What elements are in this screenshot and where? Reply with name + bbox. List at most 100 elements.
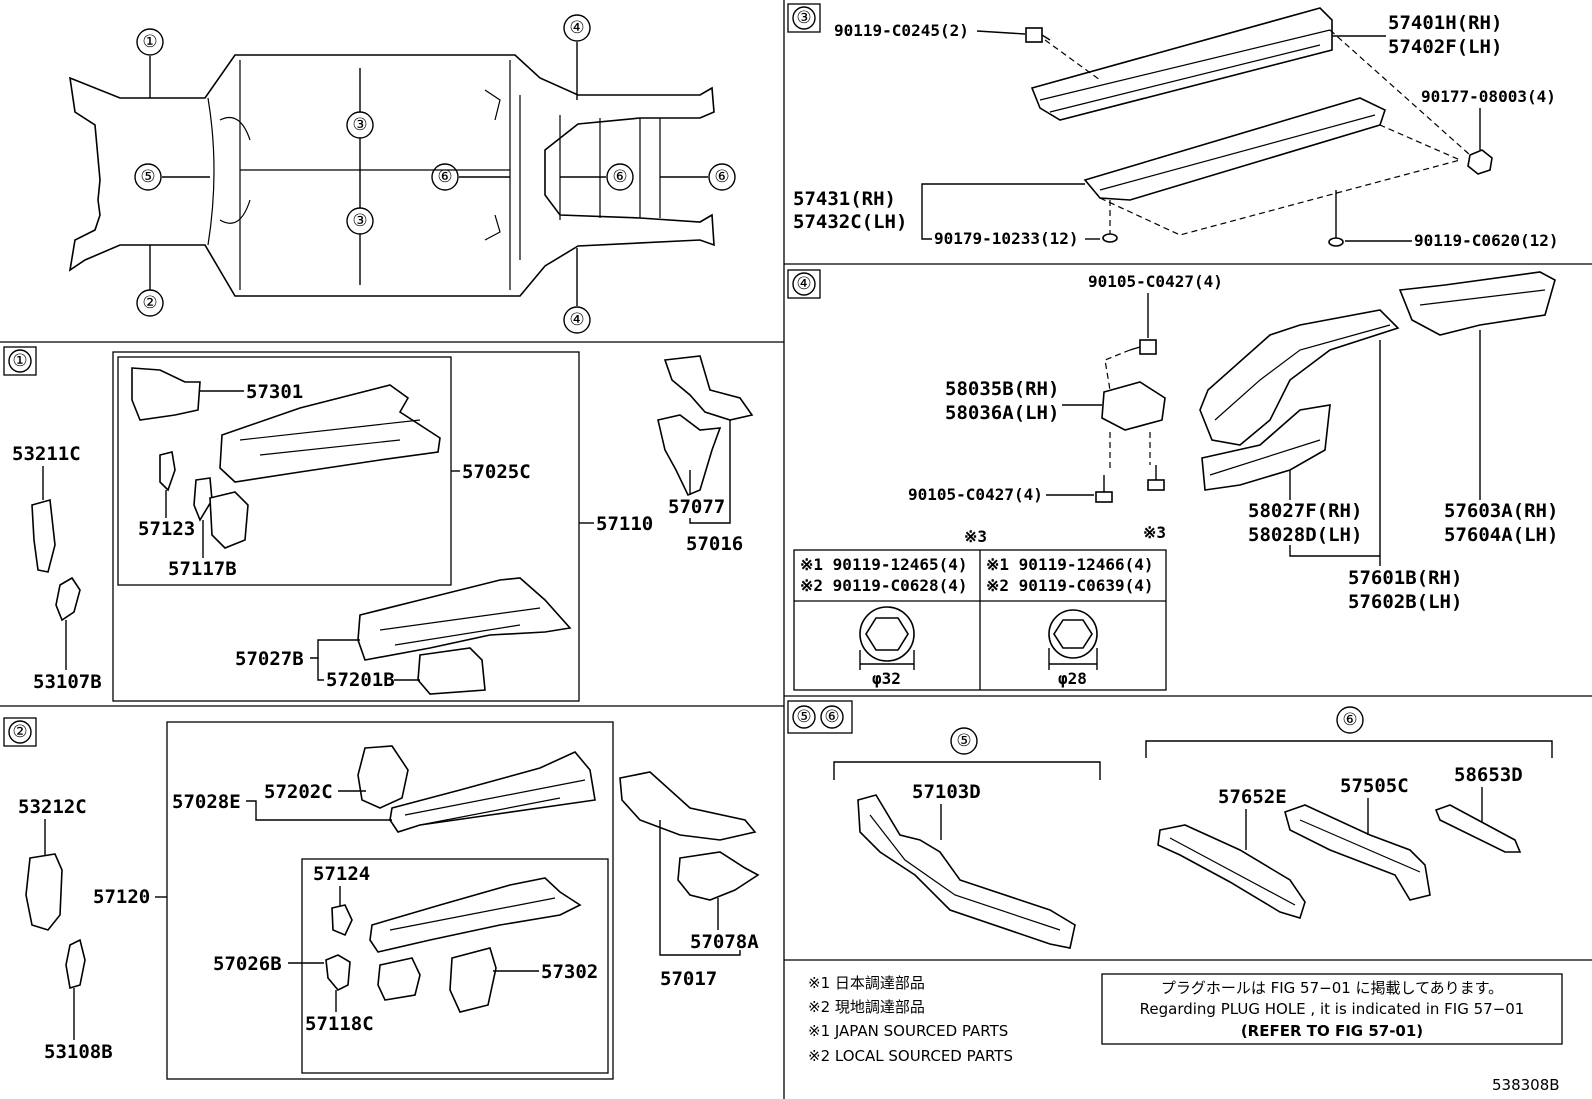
part-57202C-sketch: [357, 745, 409, 809]
part-57302-sketch: [449, 947, 497, 1013]
plug-hole-line1: プラグホールは FIG 57−01 に掲載してあります。: [1161, 979, 1503, 997]
note-local-en: ※2 LOCAL SOURCED PARTS: [808, 1047, 1013, 1065]
label-90177-08003: 90177-08003(4): [1421, 87, 1556, 106]
label-57026B: 57026B: [213, 953, 282, 975]
overview-callout-4b: [563, 306, 591, 334]
part-53108B-sketch: [65, 938, 86, 990]
label-57077: 57077: [668, 496, 725, 518]
overview-callout-4b-text: ④: [569, 310, 584, 330]
plug-hole-line2: Regarding PLUG HOLE , it is indicated in…: [1140, 1000, 1525, 1018]
figure-id: 538308B: [1492, 1076, 1560, 1094]
section-6-tag: ⑥: [824, 707, 839, 727]
label-57078A: 57078A: [690, 931, 759, 953]
part-57201B-sketch: [417, 647, 486, 695]
label-58027F: 58027F(RH): [1248, 500, 1362, 522]
s2-inner-box: [301, 858, 609, 1074]
label-57202C: 57202C: [264, 781, 333, 803]
overview-callout-6b: [606, 163, 634, 191]
section-5-6: ⑤ ⑥ ⑤ ⑥ 57103D 57652E 57505C 58653D: [787, 700, 1553, 949]
label-57103D: 57103D: [912, 781, 981, 803]
part-53211C-sketch: [31, 498, 56, 573]
label-57120: 57120: [93, 886, 150, 908]
part-57601B-sketch: [1199, 309, 1400, 446]
bolt-icon: [1095, 475, 1113, 503]
label-57603A: 57603A(RH): [1444, 500, 1558, 522]
part-57078A-sketch: [677, 851, 760, 901]
part-57025C-sketch: [219, 384, 441, 483]
label-90179-10233: 90179-10233(12): [934, 229, 1079, 248]
table-left-dim: φ32: [872, 669, 901, 688]
label-57028E: 57028E: [172, 791, 241, 813]
overview-callout-3b: [346, 207, 374, 235]
note-japan-en: ※1 JAPAN SOURCED PARTS: [808, 1022, 1008, 1040]
overview-callout-3b-text: ③: [352, 211, 367, 231]
label-90119-C0620: 90119-C0620(12): [1414, 231, 1559, 250]
part-57077-sketch: [657, 414, 722, 497]
section-1-tag: ①: [12, 351, 27, 371]
part-57028E-sketch: [389, 751, 596, 833]
part-53107B-sketch: [55, 576, 81, 622]
overview-callout-6a: [431, 163, 459, 191]
washer-icon: [1102, 233, 1118, 243]
label-58035B: 58035B(RH): [945, 378, 1059, 400]
label-53108B: 53108B: [44, 1041, 113, 1063]
label-57402F: 57402F(LH): [1388, 36, 1502, 58]
table-right-dim: φ28: [1058, 669, 1087, 688]
part-57603A-sketch: [1398, 271, 1556, 336]
label-57431: 57431(RH): [793, 188, 896, 210]
part-57117B-sketch-a: [193, 477, 213, 522]
label-53211C: 53211C: [12, 443, 81, 465]
part-57117B-sketch-b: [209, 491, 249, 549]
label-53212C: 53212C: [18, 796, 87, 818]
label-57301: 57301: [246, 381, 303, 403]
note-japan-jp: ※1 日本調達部品: [808, 974, 925, 992]
section-5-tag: ⑤: [796, 707, 811, 727]
frame-overview: [68, 54, 715, 297]
label-57016: 57016: [686, 533, 743, 555]
part-57123-sketch: [159, 451, 176, 492]
mark-3-table: ※3: [964, 527, 987, 546]
label-57602B: 57602B(LH): [1348, 591, 1462, 613]
part-58035B-sketch: [1101, 381, 1166, 431]
label-57118C: 57118C: [305, 1013, 374, 1035]
label-57017: 57017: [660, 968, 717, 990]
part-57103D-sketch: [857, 794, 1076, 949]
part-58027F-sketch: [1201, 404, 1331, 491]
table-right-row1: ※1 90119-12466(4): [986, 555, 1154, 574]
bolt-icon: [1129, 339, 1157, 355]
group-6-tag: ⑥: [1342, 710, 1357, 730]
label-57027B: 57027B: [235, 648, 304, 670]
overview-callout-6b-text: ⑥: [612, 167, 627, 187]
section-4: ④ 90105-C0427(4) 58035B(RH) 58036A(LH) 9…: [787, 269, 1558, 691]
nut-icon: [859, 606, 915, 670]
label-58653D: 58653D: [1454, 764, 1523, 786]
part-57431-sketch: [1083, 97, 1386, 201]
overview-callout-5-text: ⑤: [140, 167, 155, 187]
overview-callout-1: [136, 28, 164, 56]
overview-callout-6c-text: ⑥: [714, 167, 729, 187]
overview-callout-5: [134, 163, 162, 191]
notes: ※1 日本調達部品 ※2 現地調達部品 ※1 JAPAN SOURCED PAR…: [808, 974, 1013, 1065]
part-57017-sketch: [619, 771, 757, 841]
part-57124-sketch: [331, 904, 353, 937]
table-left-row1: ※1 90119-12465(4): [800, 555, 968, 574]
label-58036A: 58036A(LH): [945, 402, 1059, 424]
label-57302: 57302: [541, 961, 598, 983]
overview-callout-1-text: ①: [142, 32, 157, 52]
s2-outer-box: [166, 721, 614, 1080]
label-90105-C0427-bottom: 90105-C0427(4): [908, 485, 1043, 504]
mark-3-right: ※3: [1143, 523, 1166, 542]
fastener-table: ※1 90119-12465(4) ※2 90119-C0628(4) ※1 9…: [793, 549, 1167, 691]
label-57110: 57110: [596, 513, 653, 535]
label-57604A: 57604A(LH): [1444, 524, 1558, 546]
label-53107B: 53107B: [33, 671, 102, 693]
nut-icon: [1048, 609, 1098, 670]
section-2: ② 57028E 57202C 53212C 57120 57124 57026…: [3, 717, 760, 1080]
plug-hole-line3: (REFER TO FIG 57-01): [1241, 1022, 1423, 1040]
note-local-jp: ※2 現地調達部品: [808, 998, 925, 1016]
part-s2-bracket-sketch: [377, 957, 421, 1001]
overview-callouts: ① ② ③ ③ ④ ④ ⑤ ⑥ ⑥ ⑥: [134, 14, 736, 334]
section-3: ③ 90119-C0245(2) 57401H(RH) 57402F(LH) 9…: [787, 3, 1559, 250]
